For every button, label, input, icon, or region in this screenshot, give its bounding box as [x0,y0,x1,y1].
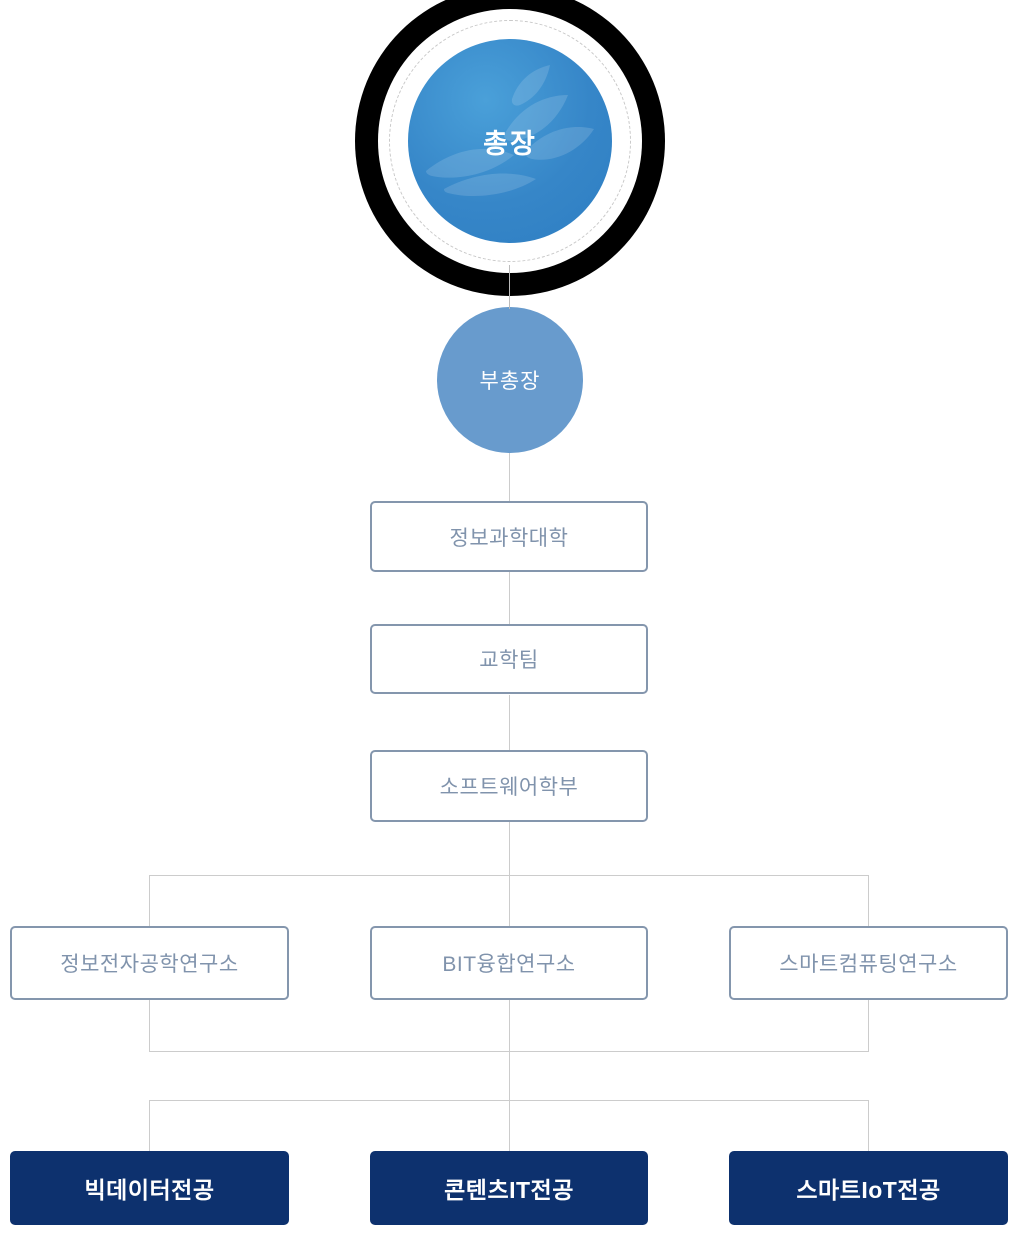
president-dashed-ring [389,20,631,262]
node-major: 빅데이터전공 [10,1151,289,1225]
connector [868,1100,869,1151]
node-vice-president: 부총장 [437,307,583,453]
vice-president-label: 부총장 [479,370,541,393]
connector [149,875,150,926]
node-institute: 정보전자공학연구소 [10,926,289,1000]
node-institute: 스마트컴퓨팅연구소 [729,926,1008,1000]
institute-label: 정보전자공학연구소 [60,953,239,976]
connector [509,265,510,309]
node-team: 교학팀 [370,624,648,694]
connector [509,572,510,624]
node-president: 총장 [408,39,612,243]
major-label: 스마트IoT전공 [796,1177,941,1203]
connector [509,821,510,926]
president-label: 총장 [483,128,537,159]
college-label: 정보과학대학 [449,526,569,550]
node-college: 정보과학대학 [370,501,648,572]
university-wave-logo-icon [426,65,594,197]
school-label: 소프트웨어학부 [439,776,579,799]
team-label: 교학팀 [479,649,539,672]
connector [149,875,869,876]
connector [149,1100,150,1151]
connector [868,875,869,926]
connector [509,695,510,750]
connector [149,1000,150,1051]
node-major: 콘텐츠IT전공 [370,1151,648,1225]
node-institute: BIT융합연구소 [370,926,648,1000]
connector [149,1100,869,1101]
major-label: 빅데이터전공 [84,1177,215,1203]
connector [868,1000,869,1051]
connector [509,453,510,501]
institute-label: BIT융합연구소 [442,953,576,976]
institute-label: 스마트컴퓨팅연구소 [779,953,958,976]
node-major: 스마트IoT전공 [729,1151,1008,1225]
connector [509,1000,510,1151]
major-label: 콘텐츠IT전공 [444,1177,574,1203]
node-school: 소프트웨어학부 [370,750,648,822]
connector [149,1051,869,1052]
